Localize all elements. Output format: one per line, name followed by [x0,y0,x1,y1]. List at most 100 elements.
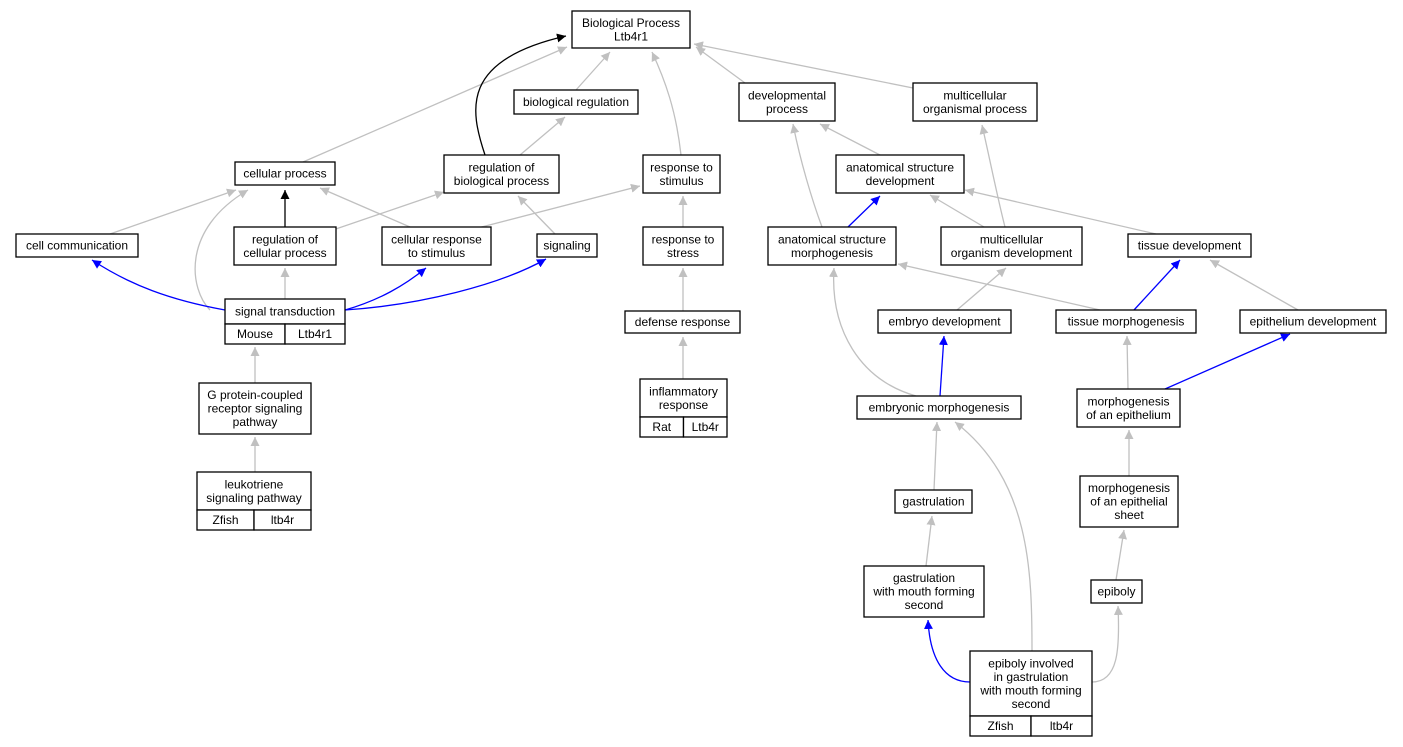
edge-embryo-development-to-multicellular-organism-development [956,267,1007,311]
edge-regulation-of-biological-process-to-biological-regulation [519,116,566,156]
edge-gastrulation-to-embryonic-morphogenesis [932,421,942,491]
edge-line [695,46,746,84]
node-epithelium-development[interactable]: epithelium development [1239,309,1387,334]
node-box [863,565,985,618]
gene-cell: Ltb4r1 [284,323,346,345]
edge-line [925,515,936,567]
node-label-line: epithelium development [1250,315,1377,329]
node-signaling[interactable]: signaling [536,233,598,258]
gene-label: Ltb4r [692,420,719,434]
node-tissue-morphogenesis[interactable]: tissue morphogenesis [1055,309,1197,334]
node-label-line: with mouth forming [872,585,974,599]
node-label-line: multicellular [980,232,1043,246]
edge-tissue-morphogenesis-to-tissue-development [1133,259,1181,311]
gene-label: Ltb4r1 [298,327,332,341]
node-label-line: response to [650,160,713,174]
edge-epiboly-involved-in-gastrulation-with-mouth-forming-second-to-gastrulation-with-mouth-forming-second [923,619,971,683]
edge-line [575,51,611,91]
edge-line [790,123,823,228]
node-box [571,10,691,49]
node-label-line: gastrulation [893,571,955,585]
edge-line [847,195,881,228]
edge-line [1209,259,1299,311]
node-box [198,382,312,435]
node-label-line: anatomical structure [846,160,954,174]
node-label-line: second [905,598,944,612]
species-cell: Zfish [969,715,1032,737]
node-label-line: G protein-coupled [207,388,302,402]
node-label-line: inflammatory [649,384,718,398]
edge-line [897,261,1101,311]
node-label-line: biological regulation [523,95,629,109]
edge-morphogenesis-of-an-epithelium-to-epithelium-development [1164,333,1291,390]
node-epiboly[interactable]: epiboly [1090,579,1143,604]
node-label-line: regulation of [252,232,319,246]
gene-cell-bg [284,323,346,345]
node-label-line: regulation of [468,160,535,174]
node-tissue-development[interactable]: tissue development [1127,233,1252,258]
edge-anatomical-structure-morphogenesis-to-developmental-process [790,123,823,228]
edge-tissue-development-to-anatomical-structure-development [964,187,1157,235]
edge-line [651,51,682,156]
species-label: Mouse [237,327,273,341]
species-label: Rat [652,420,671,434]
node-embryo-development[interactable]: embryo development [877,309,1012,334]
species-cell: Zfish [196,509,255,531]
node-cellular-process[interactable]: cellular process [234,161,336,186]
node-label-line: embryo development [888,315,1001,329]
node-box [196,471,312,511]
node-box [642,154,721,194]
node-label-line: signal transduction [235,305,335,319]
node-label-line: cell communication [26,239,128,253]
node-label-line: morphogenesis [1087,394,1169,408]
node-defense-response[interactable]: defense response [624,310,741,334]
edge-line [517,195,556,235]
edge-morphogenesis-of-an-epithelium-to-tissue-morphogenesis [1122,335,1132,390]
node-box [224,298,346,325]
node-gastrulation[interactable]: gastrulation [894,489,973,514]
node-biological-regulation[interactable]: biological regulation [513,89,639,115]
node-label-line: cellular process [243,246,326,260]
node-cell-communication[interactable]: cell communication [15,233,139,258]
edge-line [1164,333,1291,390]
node-label-line: development [866,174,935,188]
edge-multicellular-organism-development-to-multicellular-organismal-process [979,124,1006,228]
edge-line [819,123,881,156]
node-label-line: stimulus [659,174,703,188]
edge-line [1115,529,1128,581]
edge-line [929,194,985,228]
node-box [639,378,728,418]
edge-line [1133,259,1181,311]
edge-line [938,335,948,397]
node-label-line: to stimulus [408,246,465,260]
gene-label: ltb4r [1050,719,1073,733]
edge-epiboly-involved-in-gastrulation-with-mouth-forming-second-to-epiboly [1091,605,1123,683]
gene-label: ltb4r [271,513,294,527]
node-label-line: epiboly involved [988,656,1073,670]
node-label-line: tissue development [1138,239,1242,253]
node-label-line: leukotriene [225,477,284,491]
node-label-line: with mouth forming [979,683,1081,697]
node-label-line: of an epithelial [1090,495,1167,509]
edge-line [828,267,917,397]
node-embryonic-morphogenesis[interactable]: embryonic morphogenesis [856,395,1022,420]
